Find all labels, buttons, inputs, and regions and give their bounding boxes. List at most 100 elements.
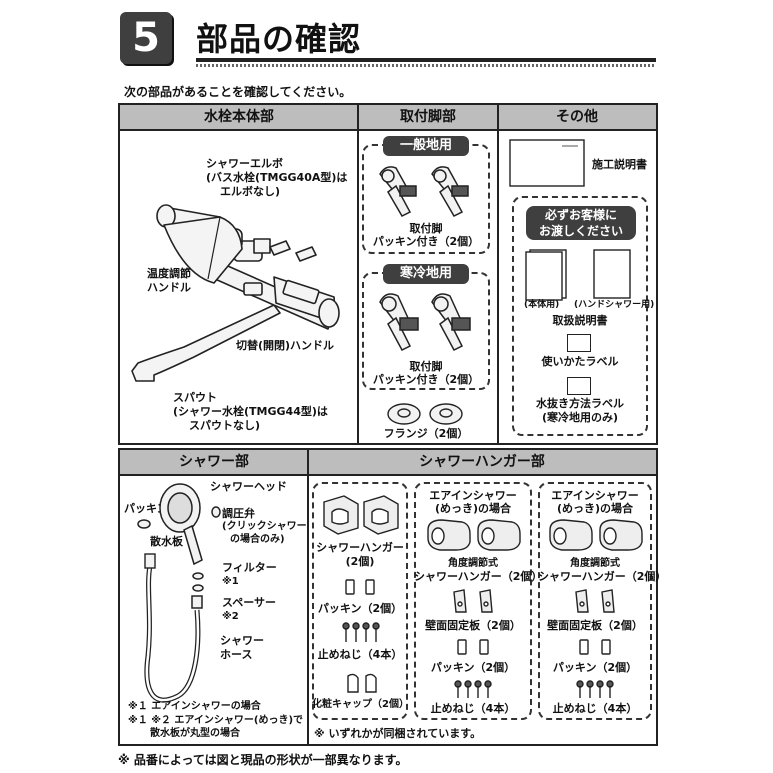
valve-line1: 調圧弁 xyxy=(222,507,255,520)
spout-label: スパウト (シャワー水栓(TMGG44型)は スパウトなし) xyxy=(173,391,328,433)
spacer-line1: スペーサー xyxy=(222,596,277,609)
header-body: 水栓本体部 xyxy=(120,105,358,131)
cold-legs-caption-line1: 取付脚 xyxy=(409,360,443,373)
airin-screw-icon xyxy=(454,680,492,698)
shower-elbow-line1: シャワーエルボ xyxy=(206,157,283,170)
filter-line1: フィルター xyxy=(222,561,277,574)
general-legs-caption-line2: パッキン付き（2個） xyxy=(372,235,480,248)
shower-hanger-icon xyxy=(323,495,399,535)
packing-icon xyxy=(345,579,375,595)
airin2-screw-icon xyxy=(576,680,614,698)
airin2-screw-caption: 止めねじ（4本） xyxy=(552,702,638,715)
note-1: ※１ エアインシャワーの場合 xyxy=(128,701,261,712)
general-legs-caption: 取付脚 パッキン付き（2個） xyxy=(362,222,490,248)
spout-line1: スパウト xyxy=(173,391,217,404)
header-legs: 取付脚部 xyxy=(358,105,498,131)
shower-head-hose-illustration xyxy=(137,483,221,703)
wall-plate-icon xyxy=(453,589,493,613)
general-legs-caption-line1: 取付脚 xyxy=(409,222,443,235)
flange-label: フランジ（2個） xyxy=(383,427,469,440)
shower-elbow-line2: (バス水栓(TMGG40A型)は xyxy=(206,171,348,184)
airin-packing-caption: パッキン（2個） xyxy=(430,661,516,674)
valve-line2: (クリックシャワー xyxy=(222,521,307,532)
standard-screw-caption: 止めねじ（4本） xyxy=(317,648,403,661)
standard-hanger-line2: (2個) xyxy=(345,555,375,568)
deliver-to-customer-box xyxy=(512,196,648,436)
valve-label: 調圧弁 (クリックシャワー の場合のみ) xyxy=(222,507,307,546)
spout-line2: (シャワー水栓(TMGG44型)は xyxy=(173,405,328,418)
airin-hanger-line1: 角度調節式 xyxy=(448,558,498,569)
airin2-packing-icon xyxy=(579,639,611,655)
temp-handle-line1: 温度調節 xyxy=(147,267,191,280)
airin-hanger-line2: シャワーハンガー（2個） xyxy=(414,570,543,583)
airin2-title-line1: エアインシャワー xyxy=(551,489,639,502)
cold-legs-caption: 取付脚 パッキン付き（2個） xyxy=(362,360,490,386)
bundle-note: ※ いずれかが同梱されています。 xyxy=(314,727,482,740)
divider xyxy=(497,105,499,443)
flange-icon xyxy=(387,403,463,425)
hose-line1: シャワー xyxy=(220,634,264,647)
airin2-hanger-caption: 角度調節式 シャワーハンガー（2個） xyxy=(538,557,666,583)
cap-caption: 化粧キャップ（2個） xyxy=(312,699,409,710)
header-other: その他 xyxy=(498,105,656,131)
top-parts-table xyxy=(118,103,658,445)
footer-note: ※ 品番によっては図と現品の形状が一部異なります。 xyxy=(118,753,408,767)
temp-handle-label: 温度調節 ハンドル xyxy=(147,267,191,295)
owner-manual-caption: 取扱説明書 xyxy=(552,314,608,327)
cap-icon xyxy=(347,673,377,693)
airin-plate-caption: 壁面固定板（2個） xyxy=(425,619,521,632)
drain-label-caption: 水抜き方法ラベル (寒冷地用のみ) xyxy=(512,397,648,425)
divider xyxy=(357,105,359,443)
spacer-label: スペーサー ※2 xyxy=(222,596,276,624)
divider xyxy=(307,450,309,744)
general-legs-title: 一般地用 xyxy=(383,136,469,156)
screw-icon xyxy=(342,622,380,642)
spacer-line2: ※2 xyxy=(222,611,239,622)
cold-legs-title: 寒冷地用 xyxy=(383,264,469,284)
usage-label-icon xyxy=(567,334,591,352)
airin2-hanger-line1: 角度調節式 xyxy=(570,558,620,569)
wall-plate-icon-2 xyxy=(575,589,615,613)
packing-label: パッキン xyxy=(124,502,168,515)
main-unit-label: (本体用) xyxy=(524,300,560,310)
shower-head-label: シャワーヘッド xyxy=(210,480,287,493)
filter-label: フィルター ※1 xyxy=(222,561,277,589)
header-shower: シャワー部 xyxy=(120,450,308,476)
airin2-hanger-box xyxy=(538,482,652,720)
step-number-badge: 5 xyxy=(120,12,172,64)
airin2-packing-caption: パッキン（2個） xyxy=(552,661,638,674)
cold-legs-caption-line2: パッキン付き（2個） xyxy=(372,373,480,386)
standard-hanger-box xyxy=(312,482,408,720)
cold-mounting-leg-icon xyxy=(379,293,471,351)
note-2-line2: 散水板が丸型の場合 xyxy=(150,728,240,739)
angle-hanger-icon-2 xyxy=(549,519,643,551)
valve-line3: の場合のみ) xyxy=(230,534,285,545)
title-underline-dotted xyxy=(196,64,656,67)
airin-hanger-box xyxy=(414,482,532,720)
standard-hanger-caption: シャワーハンガー (2個) xyxy=(312,541,408,569)
bottom-parts-table xyxy=(118,448,658,746)
title-underline xyxy=(196,58,656,62)
airin-packing-icon xyxy=(457,639,489,655)
airin2-title: エアインシャワー (めっき)の場合 xyxy=(538,489,652,515)
owner-manual-icon xyxy=(525,249,631,301)
airin-hanger-caption: 角度調節式 シャワーハンガー（2個） xyxy=(414,557,543,583)
drain-label-line1: 水抜き方法ラベル xyxy=(536,397,624,410)
airin2-title-line2: (めっき)の場合 xyxy=(556,502,634,515)
deliver-to-customer-title: 必ずお客様に お渡しください xyxy=(526,206,636,240)
temp-handle-line2: ハンドル xyxy=(147,281,191,294)
note-2-line1: ※１ ※２ エアインシャワー(めっき)で xyxy=(128,715,304,726)
usage-label-caption: 使いかたラベル xyxy=(541,355,619,368)
install-manual-label: 施工説明書 xyxy=(592,158,647,171)
deliver-title-line2: お渡しください xyxy=(538,224,623,238)
page-title: 部品の確認 xyxy=(196,20,362,58)
drain-label-line2: (寒冷地用のみ) xyxy=(541,411,619,424)
hose-line2: ホース xyxy=(220,648,253,661)
switch-handle-label: 切替(開閉)ハンドル xyxy=(236,339,335,352)
drain-label-icon xyxy=(567,377,591,395)
airin-screw-caption: 止めねじ（4本） xyxy=(430,702,516,715)
hand-shower-label: (ハンドシャワー用) xyxy=(574,300,655,310)
deliver-title-line1: 必ずお客様に xyxy=(544,208,617,222)
standard-hanger-line1: シャワーハンガー xyxy=(316,541,404,554)
header-hanger: シャワーハンガー部 xyxy=(308,450,656,476)
